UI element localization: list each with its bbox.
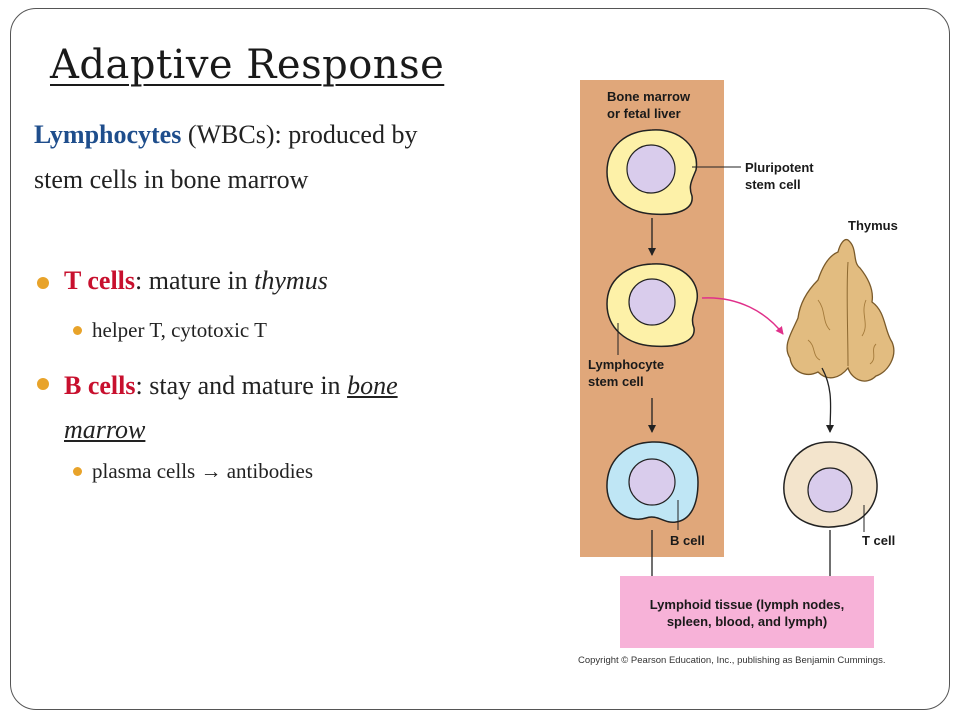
bullet-b-cells: B cells: stay and mature in bone marrow <box>37 364 544 452</box>
thymus-lobule-detail <box>807 299 877 365</box>
intro-text-line1: (WBCs): produced by <box>181 120 418 149</box>
plasma-cells-text: plasma cells <box>92 459 201 483</box>
lymphocyte-stem-nucleus <box>628 278 676 326</box>
lymphocyte-stem-label-line1: Lymphocyte <box>588 357 664 372</box>
lymphoid-label-line2: spleen, blood, and lymph) <box>667 614 827 629</box>
thymus-lobe-divider <box>846 261 849 367</box>
sub-bullet-plasma: plasma cells → antibodies <box>73 459 314 484</box>
thymus-illustration <box>786 238 895 382</box>
lymphoid-label-line1: Lymphoid tissue (lymph nodes, <box>650 597 845 612</box>
bone-italic: bone <box>347 371 398 400</box>
antibodies-text: antibodies <box>221 459 314 483</box>
b-cell-label: B cell <box>670 533 705 548</box>
t-cell-nucleus <box>807 467 853 513</box>
slide-title: Adaptive Response <box>50 42 445 88</box>
intro-text-line2: stem cells in bone marrow <box>34 165 309 194</box>
pluripotent-label-line2: stem cell <box>745 177 801 192</box>
sub-bullet-dot <box>73 467 82 476</box>
bullet-dot <box>37 277 49 289</box>
bullet-t-cells: T cells: mature in thymus <box>37 266 328 296</box>
b-cells-term: B cells <box>64 371 136 400</box>
thymus-label: Thymus <box>848 218 898 233</box>
bone-marrow-label-line1: Bone marrow <box>607 89 691 104</box>
migration-arrow-to-thymus <box>701 297 784 335</box>
intro-paragraph: Lymphocytes (WBCs): produced by stem cel… <box>34 112 564 202</box>
thymus-italic: thymus <box>254 266 328 295</box>
marrow-italic: marrow <box>64 415 146 444</box>
bone-marrow-label-line2: or fetal liver <box>607 106 681 121</box>
copyright-text: Copyright © Pearson Education, Inc., pub… <box>578 655 885 666</box>
right-arrow-icon: → <box>200 459 222 483</box>
sub-bullet-dot <box>73 326 82 335</box>
b-cells-text: : stay and mature in <box>135 371 348 400</box>
pluripotent-label-line1: Pluripotent <box>745 160 814 175</box>
b-cell-nucleus <box>628 458 676 506</box>
arrow-to-t-cell <box>821 367 835 433</box>
t-cell-types-text: helper T, cytotoxic T <box>92 318 267 342</box>
lymphocytes-term: Lymphocytes <box>34 120 182 149</box>
sub-bullet-t-types: helper T, cytotoxic T <box>73 318 267 343</box>
t-cell-label: T cell <box>862 533 895 548</box>
lymphoid-tissue-box <box>620 576 874 648</box>
bullet-dot <box>37 378 49 390</box>
stem-cell-nucleus <box>626 144 676 194</box>
t-cells-text: : mature in <box>135 266 255 295</box>
lymphocyte-stem-label-line2: stem cell <box>588 374 644 389</box>
t-cells-term: T cells <box>64 266 136 295</box>
